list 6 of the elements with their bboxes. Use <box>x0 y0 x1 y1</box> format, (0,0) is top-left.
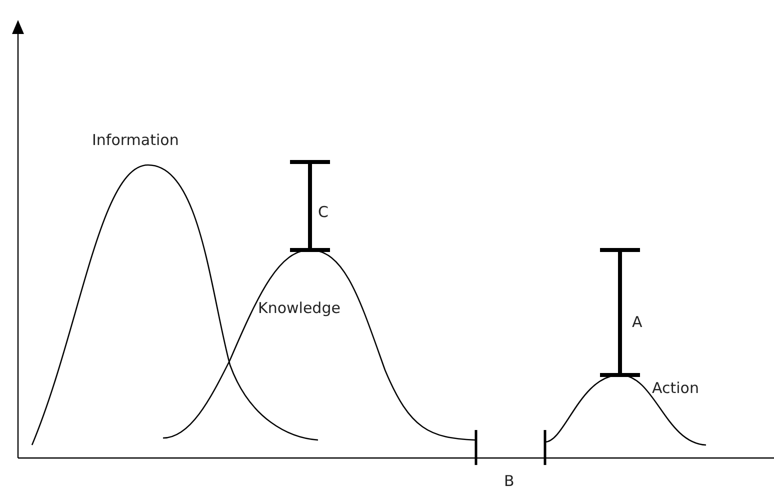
dimension-label: B <box>504 472 514 488</box>
dimension-label: C <box>318 203 328 221</box>
curve-label: Action <box>652 379 699 397</box>
dimension-label: A <box>632 313 642 331</box>
curve-label: Information <box>92 131 179 149</box>
curve-label: Knowledge <box>258 299 340 317</box>
